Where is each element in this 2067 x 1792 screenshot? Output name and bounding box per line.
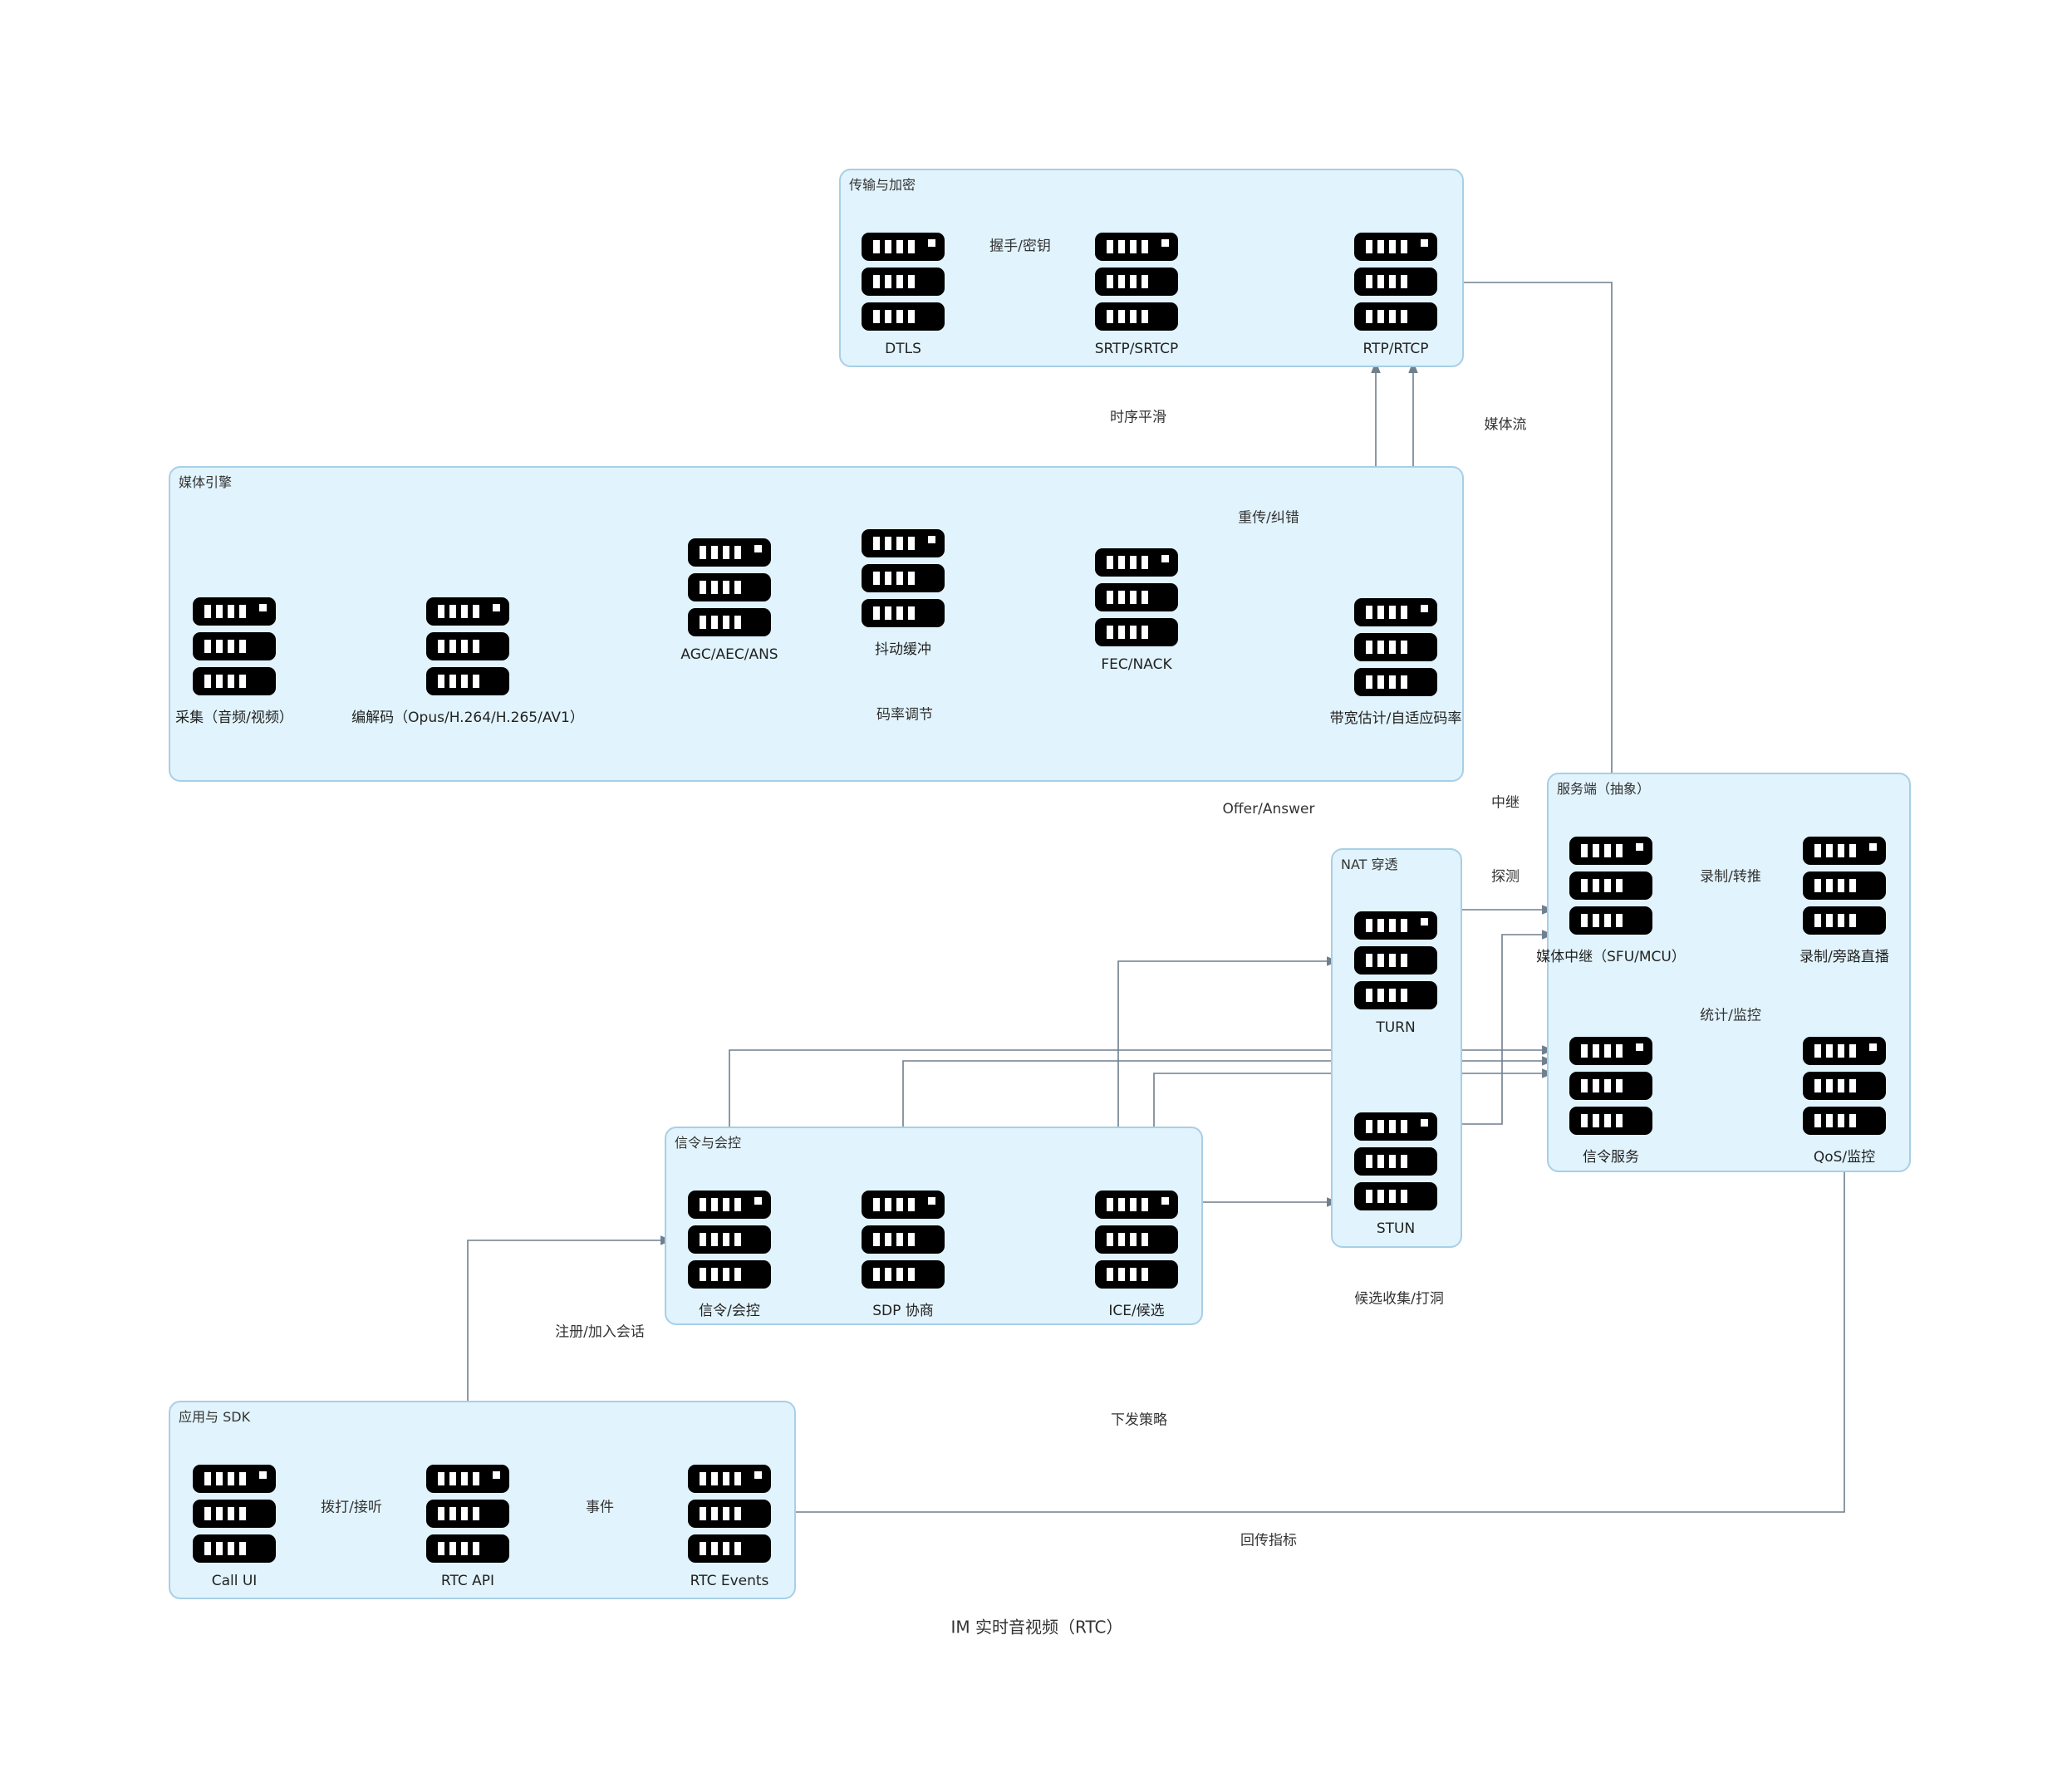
server-icon xyxy=(1354,1112,1437,1210)
edge-label-policy: 下发策略 xyxy=(1111,1412,1167,1429)
node-fec[interactable]: FEC/NACK xyxy=(1093,548,1180,673)
group-title-nat: NAT 穿透 xyxy=(1341,857,1398,872)
group-title-transport: 传输与加密 xyxy=(849,177,916,193)
node-codec[interactable]: 编解码（Opus/H.264/H.265/AV1） xyxy=(351,597,584,726)
edge-label-report: 回传指标 xyxy=(1240,1532,1297,1549)
node-label: TURN xyxy=(1376,1019,1416,1036)
node-label: RTP/RTCP xyxy=(1362,341,1429,357)
edge-label-record: 录制/转推 xyxy=(1700,868,1761,886)
node-sfu[interactable]: 媒体中继（SFU/MCU） xyxy=(1536,837,1686,965)
node-ice[interactable]: ICE/候选 xyxy=(1093,1191,1180,1319)
edge-label-relay: 中继 xyxy=(1491,794,1520,812)
server-icon xyxy=(862,1191,945,1289)
server-icon xyxy=(193,1465,276,1563)
edge-label-event: 事件 xyxy=(586,1499,614,1516)
node-sdp[interactable]: SDP 协商 xyxy=(860,1191,946,1319)
server-icon xyxy=(1803,1037,1886,1135)
node-signal-service[interactable]: 信令服务 xyxy=(1568,1037,1654,1166)
node-stun[interactable]: STUN xyxy=(1353,1112,1439,1237)
edge-label-stats: 统计/监控 xyxy=(1700,1007,1761,1024)
node-label: STUN xyxy=(1376,1220,1416,1237)
node-bwe[interactable]: 带宽估计/自适应码率 xyxy=(1330,598,1461,727)
diagram-title: IM 实时音视频（RTC） xyxy=(950,1617,1123,1637)
edge-qos-to-rtc-events xyxy=(783,1168,1845,1517)
edge-rtp-to-sfu xyxy=(1447,282,1617,808)
edge-label-handshake: 握手/密钥 xyxy=(989,238,1051,255)
edge-ice-to-turn xyxy=(1117,956,1339,1163)
server-icon xyxy=(193,597,276,695)
node-label: 信令服务 xyxy=(1583,1149,1639,1166)
server-icon xyxy=(1095,233,1178,331)
server-icon xyxy=(1095,1191,1178,1289)
node-label: RTC API xyxy=(440,1573,495,1589)
edge-label-dial: 拨打/接听 xyxy=(321,1499,382,1516)
node-qos[interactable]: QoS/监控 xyxy=(1801,1037,1888,1166)
node-record[interactable]: 录制/旁路直播 xyxy=(1799,837,1889,965)
node-capture[interactable]: 采集（音频/视频） xyxy=(175,597,293,726)
node-label: RTC Events xyxy=(690,1573,769,1589)
group-title-signaling: 信令与会控 xyxy=(675,1135,742,1151)
server-icon xyxy=(1354,233,1437,331)
node-dtls[interactable]: DTLS xyxy=(860,233,946,357)
group-title-media: 媒体引擎 xyxy=(179,474,233,490)
edge-label-probe: 探测 xyxy=(1491,868,1520,886)
server-icon xyxy=(1569,837,1652,935)
group-title-app: 应用与 SDK xyxy=(179,1409,251,1425)
group-title-server: 服务端（抽象） xyxy=(1557,781,1651,797)
node-label: 抖动缓冲 xyxy=(875,641,931,658)
server-icon xyxy=(688,538,771,636)
node-label: AGC/AEC/ANS xyxy=(680,646,778,663)
server-icon xyxy=(688,1465,771,1563)
node-rtc-api[interactable]: RTC API xyxy=(425,1465,511,1589)
node-label: SRTP/SRTCP xyxy=(1094,341,1179,357)
edge-label-retransmit: 重传/纠错 xyxy=(1238,509,1299,527)
node-jitter[interactable]: 抖动缓冲 xyxy=(860,529,946,658)
node-call-ui[interactable]: Call UI xyxy=(191,1465,277,1589)
server-icon xyxy=(1803,837,1886,935)
node-label: 编解码（Opus/H.264/H.265/AV1） xyxy=(351,709,584,726)
edge-stun-to-sfu xyxy=(1450,930,1554,1125)
node-label: 采集（音频/视频） xyxy=(175,709,293,726)
server-icon xyxy=(1354,911,1437,1009)
node-agc[interactable]: AGC/AEC/ANS xyxy=(680,538,778,663)
server-icon xyxy=(1569,1037,1652,1135)
server-icon xyxy=(862,529,945,627)
node-label: QoS/监控 xyxy=(1813,1149,1876,1166)
server-icon xyxy=(426,597,509,695)
server-icon xyxy=(862,233,945,331)
node-label: DTLS xyxy=(885,341,921,357)
node-label: SDP 协商 xyxy=(872,1303,934,1319)
edge-label-mediaflow: 媒体流 xyxy=(1484,416,1527,434)
edge-label-gather: 候选收集/打洞 xyxy=(1354,1290,1444,1308)
edge-signaling-to-sigsvc xyxy=(729,1045,1554,1163)
edge-label-timing: 时序平滑 xyxy=(1110,409,1166,426)
edge-label-register: 注册/加入会话 xyxy=(555,1323,645,1341)
edge-rtc-api-to-signaling xyxy=(467,1235,673,1437)
node-turn[interactable]: TURN xyxy=(1353,911,1439,1036)
node-label: 带宽估计/自适应码率 xyxy=(1329,710,1462,727)
node-label: 录制/旁路直播 xyxy=(1799,949,1889,965)
node-rtc-events[interactable]: RTC Events xyxy=(686,1465,773,1589)
node-label: 媒体中继（SFU/MCU） xyxy=(1536,949,1686,965)
group-media-engine: 媒体引擎 xyxy=(169,466,1464,782)
server-icon xyxy=(426,1465,509,1563)
node-label: Call UI xyxy=(211,1573,258,1589)
server-icon xyxy=(1354,598,1437,696)
server-icon xyxy=(688,1191,771,1289)
node-signaling[interactable]: 信令/会控 xyxy=(686,1191,773,1319)
edge-label-offer: Offer/Answer xyxy=(1222,801,1315,817)
node-label: FEC/NACK xyxy=(1101,656,1172,673)
node-rtp[interactable]: RTP/RTCP xyxy=(1353,233,1439,357)
node-srtp[interactable]: SRTP/SRTCP xyxy=(1093,233,1180,357)
server-icon xyxy=(1095,548,1178,646)
edge-label-bitrate: 码率调节 xyxy=(876,706,933,724)
node-label: 信令/会控 xyxy=(699,1303,760,1319)
node-label: ICE/候选 xyxy=(1108,1303,1165,1319)
